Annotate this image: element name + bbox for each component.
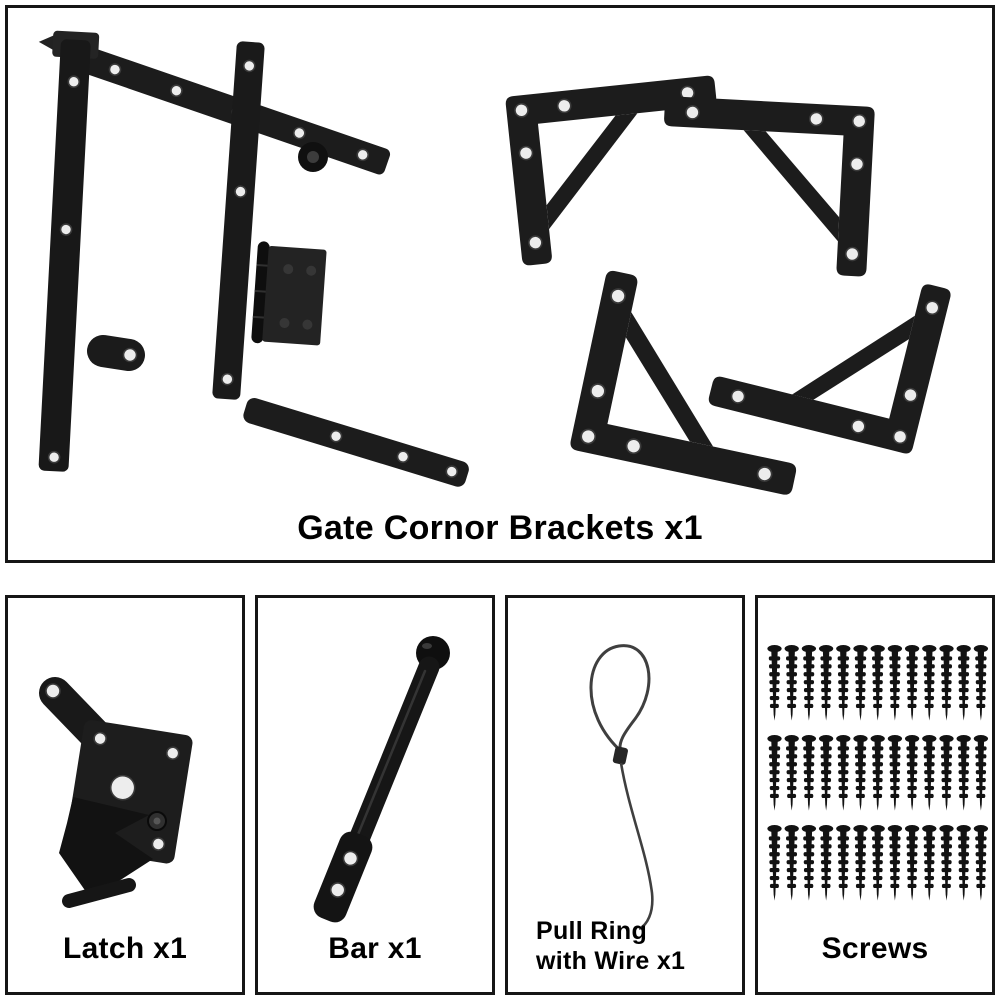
wire (619, 762, 654, 931)
corner-bracket-bottom-left (568, 268, 830, 498)
screw (767, 825, 781, 901)
screw (871, 645, 885, 721)
screw (888, 825, 902, 901)
gate-corner-brackets-caption: Gate Cornor Brackets x1 (297, 509, 703, 547)
latch-illustration (39, 677, 193, 908)
screw (785, 825, 799, 901)
screw (905, 825, 919, 901)
corner-bracket-top-right (655, 95, 876, 278)
screw (836, 735, 850, 811)
corner-bracket-bottom-right (706, 238, 953, 456)
screw (802, 825, 816, 901)
screw (957, 645, 971, 721)
pull-ring-caption-line1: Pull Ring (536, 917, 648, 945)
screw (922, 645, 936, 721)
bottom-l-arm (243, 397, 469, 487)
screw (939, 645, 953, 721)
screw (922, 735, 936, 811)
screw (888, 645, 902, 721)
screws-illustration (761, 601, 995, 931)
bar-illustration (313, 636, 450, 923)
screw (819, 825, 833, 901)
screw (802, 735, 816, 811)
latch-caption: Latch x1 (62, 932, 188, 965)
screw (974, 645, 988, 721)
gate-hinge-strap-assembly (38, 30, 469, 487)
screw (785, 645, 799, 721)
screw (819, 645, 833, 721)
hinge (251, 241, 327, 346)
screw (819, 735, 833, 811)
screw (905, 735, 919, 811)
middle-vertical-strap (212, 41, 265, 400)
screw (853, 735, 867, 811)
screw (871, 825, 885, 901)
screw (853, 825, 867, 901)
screw (957, 825, 971, 901)
screw (939, 735, 953, 811)
screw (905, 645, 919, 721)
screw (767, 645, 781, 721)
screws-grid (767, 645, 988, 901)
pull-ring-caption: Pull Ring with Wire x1 (508, 917, 742, 976)
screw (767, 735, 781, 811)
bar-caption: Bar x1 (328, 932, 422, 965)
screw (853, 645, 867, 721)
gate-corner-brackets-panel: Gate Cornor Brackets x1 (5, 5, 995, 563)
latch-panel: Latch x1 (5, 595, 245, 995)
screw (785, 735, 799, 811)
gate-corner-brackets-illustration (38, 30, 953, 498)
screws-caption: Screws (821, 932, 929, 965)
screw (836, 825, 850, 901)
left-vertical-strap (38, 30, 100, 472)
screw (922, 825, 936, 901)
pull-ring-illustration (589, 644, 654, 931)
pull-ring-panel: Pull Ring with Wire x1 (505, 595, 745, 995)
crimp-sleeve (612, 746, 628, 765)
screws-panel: Screws (755, 595, 995, 995)
bar-panel: Bar x1 (255, 595, 495, 995)
screw (974, 825, 988, 901)
screw (802, 645, 816, 721)
screw (888, 735, 902, 811)
screw (939, 825, 953, 901)
screw (871, 735, 885, 811)
screw (836, 645, 850, 721)
wire-loop (589, 644, 651, 755)
screw (957, 735, 971, 811)
screw (974, 735, 988, 811)
pull-ring-caption-line2: with Wire x1 (536, 946, 686, 975)
